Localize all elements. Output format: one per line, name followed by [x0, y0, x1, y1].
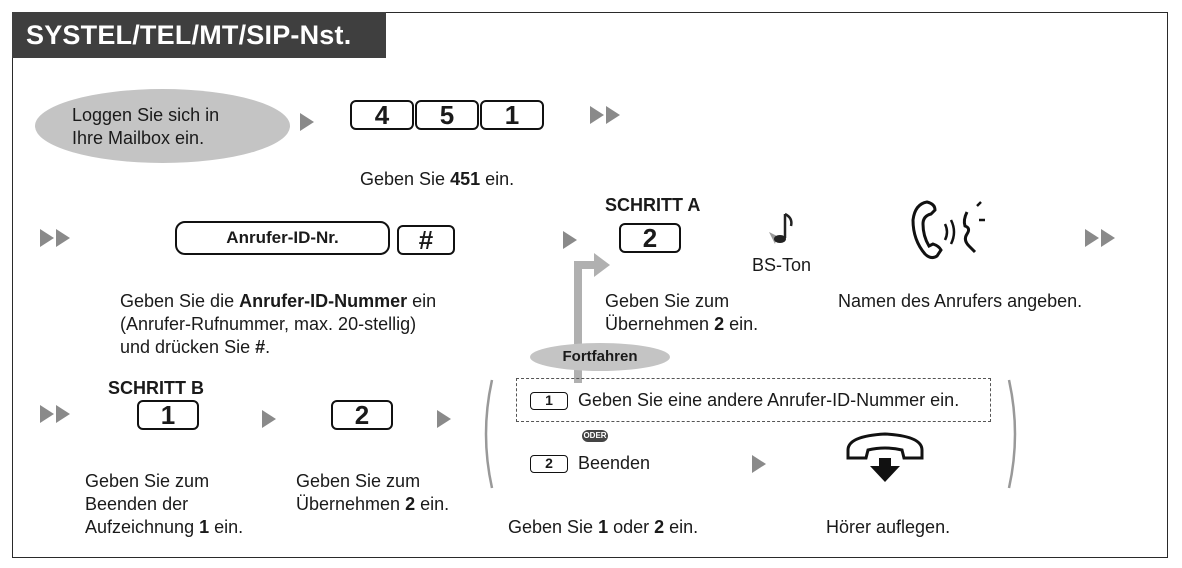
choice-caption-post: ein. [664, 517, 699, 537]
key-4: 4 [350, 100, 414, 130]
caller-id-caption-3: und drücken Sie #. [120, 336, 270, 359]
step-a-caption-2-pre: Übernehmen [605, 314, 715, 334]
double-arrow-icon [590, 106, 620, 124]
choice-caption-b1: 1 [598, 517, 609, 537]
step-b-caption-2: Beenden der [85, 494, 189, 514]
caller-id-key: Anrufer-ID-Nr. [175, 221, 390, 255]
page-title: SYSTEL/TEL/MT/SIP-Nst. [12, 12, 386, 58]
confirm-caption-2-post: ein. [415, 494, 450, 514]
login-text-1: Loggen Sie sich in [72, 105, 220, 125]
confirm-caption-2-pre: Übernehmen [296, 494, 406, 514]
hangup-caption: Hörer auflegen. [826, 517, 951, 537]
login-oval [35, 89, 290, 163]
step-a-key: 2 [619, 223, 681, 253]
caller-id-caption-3-post: . [265, 337, 271, 357]
step-b-caption-3: Aufzeichnung 1 ein. [85, 516, 243, 539]
caller-id-caption-3-pre: und drücken Sie [120, 337, 256, 357]
caller-id-caption-1-bold: Anrufer-ID-Nummer [239, 291, 408, 311]
login-text-2: Ihre Mailbox ein. [72, 128, 205, 148]
tone-label: BS-Ton [752, 255, 812, 275]
caller-id-caption-2: (Anrufer-Rufnummer, max. 20-stellig) [120, 314, 417, 334]
confirm-caption-2: Übernehmen 2 ein. [296, 493, 449, 516]
arrow-icon [437, 410, 451, 428]
step-a-caption-2-bold: 2 [714, 314, 725, 334]
hang-up-icon [846, 432, 924, 482]
key-5: 5 [415, 100, 479, 130]
option-2-key: 2 [530, 455, 568, 473]
choice-caption-pre: Geben Sie [508, 517, 599, 537]
arrow-icon [752, 455, 766, 473]
option-1-key: 1 [530, 392, 568, 410]
choice-caption-b2: 2 [654, 517, 665, 537]
step-b-caption-3-bold: 1 [199, 517, 210, 537]
caller-id-caption-1-pre: Geben Sie die [120, 291, 240, 311]
double-arrow-icon [40, 229, 70, 247]
caller-id-caption-1: Geben Sie die Anrufer-ID-Nummer ein [120, 290, 436, 313]
caller-id-caption-1-post: ein [407, 291, 437, 311]
option-1-text: Geben Sie eine andere Anrufer-ID-Nummer … [578, 390, 960, 410]
step-a-label: SCHRITT A [605, 195, 701, 215]
step-b-label: SCHRITT B [108, 378, 204, 398]
speak-caption: Namen des Anrufers angeben. [838, 291, 1083, 311]
confirm-caption-2-bold: 2 [405, 494, 416, 514]
arrow-icon [300, 113, 314, 131]
confirm-key: 2 [331, 400, 393, 430]
choice-caption: Geben Sie 1 oder 2 ein. [508, 516, 698, 539]
caption-451-post: ein. [480, 169, 515, 189]
step-b-caption-3-post: ein. [209, 517, 244, 537]
arrow-icon [563, 231, 577, 249]
music-note-icon [769, 212, 793, 244]
caption-451: Geben Sie 451 ein. [360, 168, 514, 191]
choice-caption-mid: oder [608, 517, 655, 537]
confirm-caption-1: Geben Sie zum [296, 471, 421, 491]
caption-451-pre: Geben Sie [360, 169, 451, 189]
caption-451-bold: 451 [450, 169, 481, 189]
continue-label: Fortfahren [562, 348, 638, 365]
step-b-caption-3-pre: Aufzeichnung [85, 517, 200, 537]
double-arrow-icon [1085, 229, 1115, 247]
continue-oval [530, 343, 670, 371]
choice-bracket [484, 379, 1017, 489]
arrow-icon [262, 410, 276, 428]
diagram-frame [12, 12, 1168, 558]
speaking-handset-icon [911, 200, 985, 260]
step-a-caption-1: Geben Sie zum [605, 291, 730, 311]
step-b-key: 1 [137, 400, 199, 430]
option-2-text: Beenden [578, 453, 651, 473]
or-badge: ODER [582, 430, 608, 442]
step-b-caption-1: Geben Sie zum [85, 471, 210, 491]
key-1: 1 [480, 100, 544, 130]
hash-key: # [397, 225, 455, 255]
step-a-caption-2-post: ein. [724, 314, 759, 334]
option-1-box [516, 378, 991, 422]
double-arrow-icon [40, 405, 70, 423]
step-a-caption-2: Übernehmen 2 ein. [605, 313, 758, 336]
caller-id-caption-3-bold: # [255, 337, 266, 357]
